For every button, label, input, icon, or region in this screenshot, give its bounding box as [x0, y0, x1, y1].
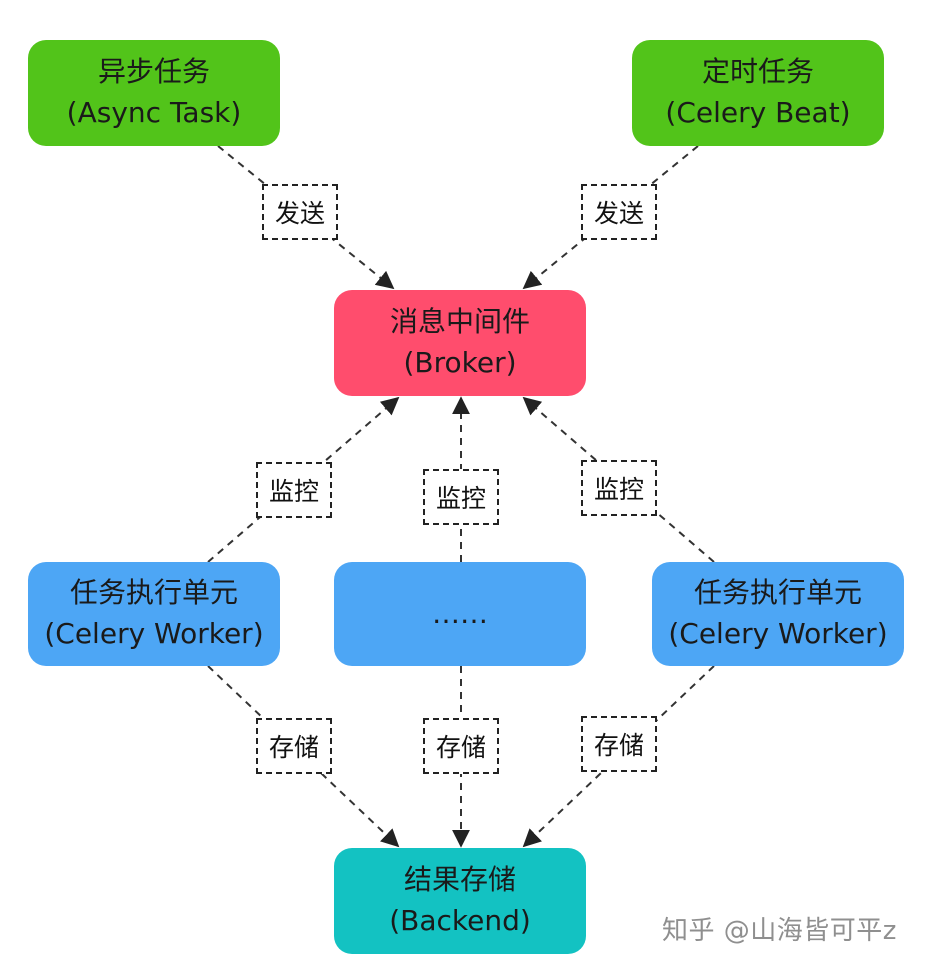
store-left-label: 存储	[256, 718, 332, 774]
celery-beat-node: 定时任务 (Celery Beat)	[632, 40, 884, 146]
worker-middle-node: ……	[334, 562, 586, 666]
edge-beat-to-broker	[522, 145, 699, 290]
backend-title: 结果存储	[403, 863, 516, 897]
store-middle-label: 存储	[423, 718, 499, 774]
send-right-label: 发送	[581, 184, 657, 240]
worker-right-node: 任务执行单元 (Celery Worker)	[652, 562, 904, 666]
edge-async-to-broker	[217, 145, 395, 290]
worker-right-subtitle: (Celery Worker)	[668, 617, 888, 650]
worker-left-node: 任务执行单元 (Celery Worker)	[28, 562, 280, 666]
worker-left-subtitle: (Celery Worker)	[44, 617, 264, 650]
send-left-label: 发送	[262, 184, 338, 240]
monitor-left-label: 监控	[256, 462, 332, 518]
worker-middle-ellipsis: ……	[432, 596, 488, 630]
broker-node: 消息中间件 (Broker)	[334, 290, 586, 396]
broker-title: 消息中间件	[389, 305, 530, 339]
store-right-label: 存储	[581, 716, 657, 772]
celery-beat-title: 定时任务	[701, 55, 814, 89]
backend-node: 结果存储 (Backend)	[334, 848, 586, 954]
celery-beat-subtitle: (Celery Beat)	[665, 96, 851, 129]
worker-right-title: 任务执行单元	[693, 576, 862, 610]
edge-worker-left-to-broker	[207, 396, 400, 563]
monitor-middle-label: 监控	[423, 469, 499, 525]
async-task-node: 异步任务 (Async Task)	[28, 40, 280, 146]
async-task-subtitle: (Async Task)	[66, 96, 242, 129]
async-task-title: 异步任务	[97, 55, 210, 89]
backend-subtitle: (Backend)	[389, 904, 531, 937]
worker-left-title: 任务执行单元	[69, 576, 238, 610]
broker-subtitle: (Broker)	[403, 346, 517, 379]
monitor-right-label: 监控	[581, 460, 657, 516]
edge-worker-right-to-broker	[522, 396, 715, 563]
watermark: 知乎 @山海皆可平z	[662, 916, 897, 946]
